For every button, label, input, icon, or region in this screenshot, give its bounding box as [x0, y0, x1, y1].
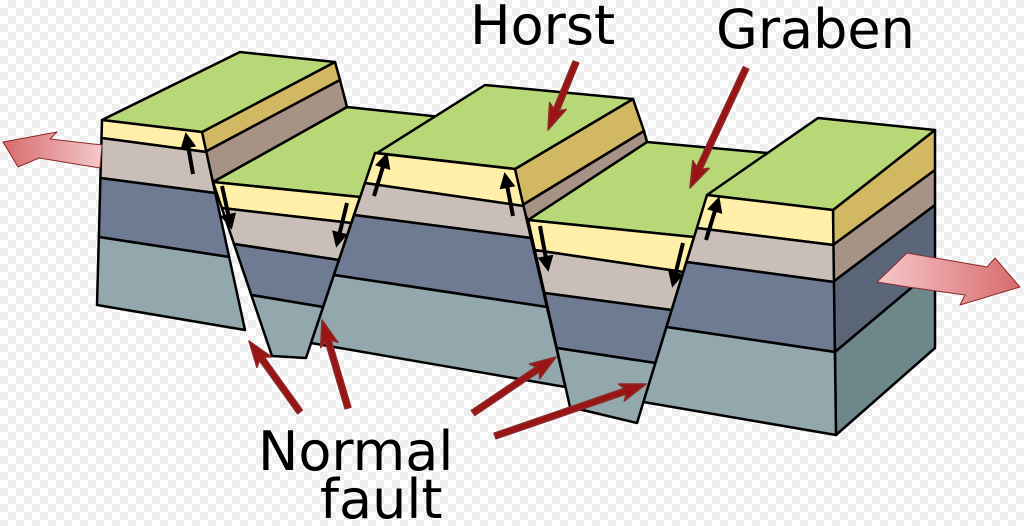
slip-arrow-down-icon: [332, 202, 349, 248]
graben-pointer-arrow-icon: [689, 65, 750, 189]
slip-arrow-up-icon: [499, 172, 516, 217]
extension-arrow-right-icon: [876, 252, 1021, 306]
normal-fault-pointer-arrow-icon: [319, 319, 352, 410]
graben-label: Graben: [716, 0, 915, 61]
horst-pointer-arrow-icon: [547, 60, 580, 131]
normal-fault-pointer-arrow-icon: [248, 340, 304, 415]
normal-fault-label-line2: fault: [320, 468, 443, 526]
horst1-grey-layer: [95, 235, 247, 332]
slip-arrow-up-icon: [704, 196, 723, 241]
normal-fault-pointer-arrow-icon: [493, 383, 647, 440]
slip-arrow-down-icon: [537, 225, 554, 272]
slip-arrow-up-icon: [372, 152, 391, 197]
slip-arrow-down-icon: [668, 242, 685, 288]
horst-label: Horst: [470, 0, 615, 57]
normal-fault-pointer-arrow-icon: [470, 356, 557, 417]
normal-fault-label-line1: Normal: [258, 420, 453, 483]
graben1-grey-layer: [250, 293, 325, 360]
extension-arrow-left-icon: [2, 131, 103, 169]
slip-arrow-up-icon: [180, 132, 197, 175]
horst3-grey-layer: [642, 325, 838, 437]
slip-arrow-down-icon: [220, 185, 237, 230]
